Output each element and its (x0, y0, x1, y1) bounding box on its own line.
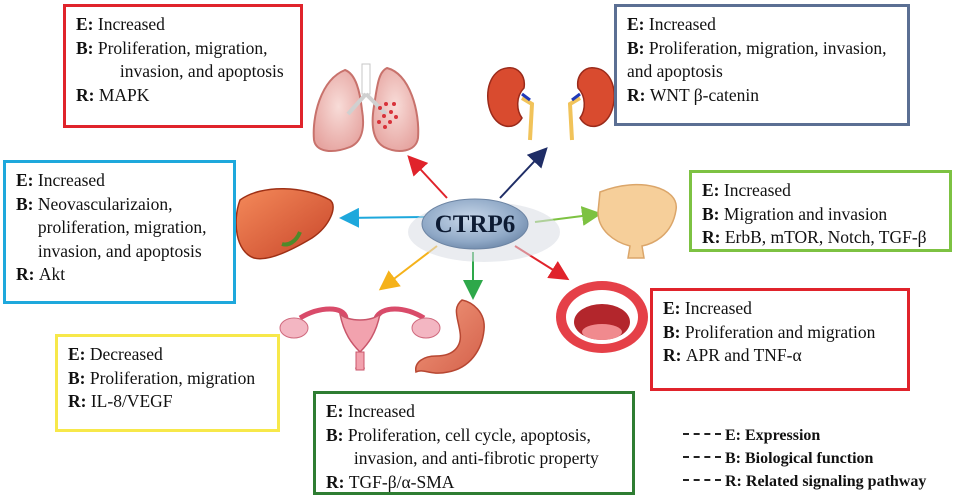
bladder-function-key: B: (702, 203, 720, 224)
legend-pathway-text: R: Related signaling pathway (725, 473, 927, 490)
mouth-illustration (556, 281, 648, 353)
stomach-expression-value: Increased (347, 401, 415, 421)
ovary-pathway-key: R: (68, 391, 87, 411)
kidney-function-key: B: (627, 37, 645, 58)
lung-pathway-key: R: (76, 84, 95, 105)
mouth-expression-value: Increased (684, 298, 752, 318)
bladder-pathway-value: ErbB, mTOR, Notch, TGF-β (724, 227, 927, 247)
legend-dash (683, 456, 721, 459)
stomach-pathway-key: R: (326, 471, 345, 492)
legend: E: Expression B: Biological function R: … (683, 424, 926, 493)
stomach-pathway-value: TGF-β/α-SMA (348, 471, 455, 492)
arrow-to-lung (407, 155, 448, 199)
lung-function-line-2: invasion, and apoptosis (119, 61, 284, 81)
liver-pathway-key: R: (16, 264, 35, 284)
kidney-pathway-value: WNT β-catenin (649, 84, 760, 105)
ovary-info-box: E: Decreased B: Proliferation, migration… (55, 334, 280, 432)
bladder-illustration (597, 184, 677, 259)
bladder-function-value: Migration and invasion (723, 203, 888, 224)
mouth-function-key: B: (663, 321, 681, 342)
kidney-illustration (486, 67, 616, 141)
mouth-pathway-value: APR and TNF-α (685, 345, 802, 365)
stomach-expression-key: E: (326, 401, 344, 421)
stomach-function-line-2: invasion, and anti-fibrotic property (353, 448, 599, 468)
legend-expression-text: E: Expression (725, 427, 821, 444)
mouth-pathway-key: R: (663, 345, 682, 365)
liver-function-line-1: Neovascularizaion, (37, 193, 173, 214)
legend-item-pathway: R: Related signaling pathway (683, 470, 926, 493)
kidney-pathway-key: R: (627, 84, 646, 105)
ctrp6-label: CTRP6 (435, 211, 516, 238)
kidney-expression-key: E: (627, 14, 645, 34)
mouth-info-box: E: Increased B: Proliferation and migrat… (650, 288, 910, 391)
lung-expression-value: Increased (97, 14, 165, 34)
stomach-function-key: B: (326, 424, 344, 445)
arrow-to-kidney (499, 147, 548, 199)
mouth-function-value: Proliferation and migration (684, 321, 876, 342)
legend-item-expression: E: Expression (683, 424, 926, 447)
ctrp6-hub: CTRP6 (408, 198, 560, 262)
ovary-expression-key: E: (68, 344, 86, 364)
liver-expression-value: Increased (37, 170, 105, 190)
legend-item-function: B: Biological function (683, 447, 926, 470)
kidney-info-box: E: Increased B: Proliferation, migration… (614, 4, 910, 126)
liver-pathway-value: Akt (38, 264, 66, 284)
legend-dash (683, 479, 721, 482)
liver-function-line-3: invasion, and apoptosis (37, 240, 202, 261)
arrow-to-ovary (378, 245, 438, 291)
stomach-function-line-1: Proliferation, cell cycle, apoptosis, (347, 424, 591, 445)
legend-dash (683, 433, 721, 436)
bladder-info-box: E: Increased B: Migration and invasion R… (689, 170, 952, 252)
liver-illustration (235, 188, 334, 260)
mouth-expression-key: E: (663, 298, 681, 318)
liver-function-key: B: (16, 193, 34, 214)
kidney-function-line-2: and apoptosis (627, 61, 723, 81)
uterus-illustration (279, 306, 441, 371)
bladder-expression-key: E: (702, 180, 720, 200)
ovary-function-key: B: (68, 367, 86, 388)
stomach-illustration (415, 299, 485, 374)
stomach-info-box: E: Increased B: Proliferation, cell cycl… (313, 391, 635, 495)
bladder-pathway-key: R: (702, 227, 721, 247)
liver-info-box: E: Increased B: Neovascularizaion, prolif… (3, 160, 236, 304)
lung-info-box: E: Increased B: Proliferation, migration… (63, 4, 303, 128)
liver-function-line-2: proliferation, migration, (37, 217, 207, 237)
liver-expression-key: E: (16, 170, 34, 190)
lung-illustration (312, 63, 420, 153)
arrow-to-liver (339, 207, 426, 228)
lung-function-key: B: (76, 37, 94, 58)
ovary-pathway-value: IL-8/VEGF (90, 391, 173, 411)
lung-function-line-1: Proliferation, migration, (97, 37, 268, 58)
lung-pathway-value: MAPK (98, 84, 150, 105)
kidney-function-line-1: Proliferation, migration, invasion, (648, 37, 887, 58)
legend-function-text: B: Biological function (725, 450, 874, 467)
ovary-function-value: Proliferation, migration (89, 367, 256, 388)
ovary-expression-value: Decreased (89, 344, 163, 364)
kidney-expression-value: Increased (648, 14, 716, 34)
lung-expression-key: E: (76, 14, 94, 34)
bladder-expression-value: Increased (723, 180, 791, 200)
